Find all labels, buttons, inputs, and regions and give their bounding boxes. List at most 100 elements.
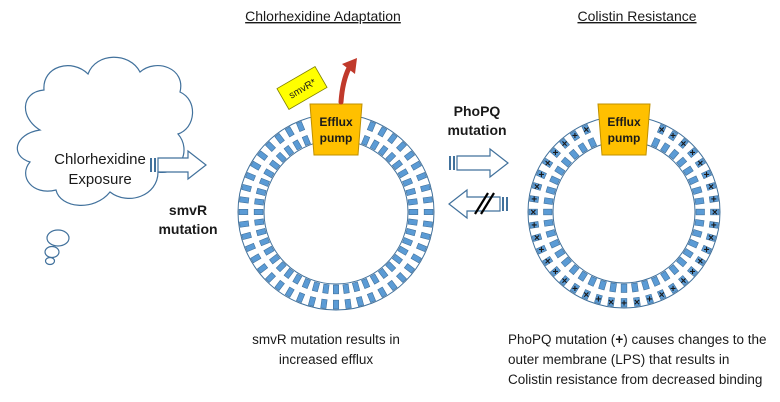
left-efflux-pump: Efflux pump <box>309 103 363 156</box>
right-cell-membrane: ×+×+×+×+×+×+×+×+×+×+×+×+×+×+×+×+×+×+×+× <box>527 115 721 309</box>
cloud-shape <box>16 56 194 206</box>
lipid-block <box>416 242 428 252</box>
lipid-block <box>322 283 330 294</box>
lipid-block <box>531 182 543 191</box>
arrow-stripe <box>154 158 156 172</box>
lipid-block <box>351 281 361 293</box>
lipid-block <box>407 218 418 226</box>
membrane-charge-mark: × <box>712 208 718 219</box>
red-arrow-head <box>342 58 357 74</box>
lipid-block <box>568 264 580 276</box>
block-slash <box>474 192 489 215</box>
membrane-charge-mark: × <box>545 158 551 169</box>
lipid-block <box>660 142 671 154</box>
lipid-block <box>301 278 311 290</box>
lipid-block <box>559 275 570 287</box>
caption-right-line1-pre: PhoPQ mutation ( <box>508 332 616 347</box>
lipid-block <box>667 130 679 142</box>
lipid-block <box>559 137 570 149</box>
arrow-to-colistin <box>449 147 509 179</box>
membrane-charge-mark: × <box>545 257 551 268</box>
lipid-block <box>656 289 667 301</box>
lipid-block <box>387 132 398 145</box>
membrane-charge-mark: + <box>711 220 717 231</box>
membrane-charge-mark: + <box>690 148 696 159</box>
lipid-block <box>391 159 403 171</box>
lipid-block <box>708 221 719 229</box>
lipid-block <box>701 244 713 255</box>
lipid-block <box>710 208 720 216</box>
membrane-charge-mark: + <box>531 195 537 206</box>
arrow-stripe <box>502 197 504 211</box>
lipid-block <box>361 278 371 290</box>
arrow-blocked-return <box>448 188 508 220</box>
caption-right-line1-plus: + <box>615 332 623 347</box>
lipid-block <box>650 275 661 287</box>
lipid-block <box>529 195 540 203</box>
lipid-block <box>377 267 389 279</box>
lipid-block <box>531 233 543 242</box>
lipid-block <box>258 177 270 187</box>
lipid-block <box>687 266 699 277</box>
lipid-block <box>420 183 431 193</box>
membrane-charge-mark: + <box>690 267 696 278</box>
caption-right-line3: Colistin resistance from decreased bindi… <box>508 372 762 387</box>
lipid-block <box>678 275 689 287</box>
smvr-star-box <box>276 66 328 110</box>
membrane-charge-mark: + <box>670 284 676 295</box>
lipid-block <box>543 208 553 216</box>
left-cell-membrane <box>237 113 435 311</box>
lipid-block <box>274 132 285 145</box>
lipid-block <box>420 231 431 241</box>
inner-membrane-edge <box>263 139 409 285</box>
membrane-charge-mark: × <box>562 276 568 287</box>
lipid-block <box>594 293 603 305</box>
lipid-block <box>687 238 699 249</box>
lipid-block <box>416 172 428 182</box>
membrane-charge-mark: × <box>534 233 540 244</box>
membrane-charge-mark: + <box>539 170 545 181</box>
lipid-block <box>587 137 598 149</box>
smvr-star-tag: smvR* <box>276 66 328 110</box>
membrane-charge-mark: + <box>572 284 578 295</box>
lipid-block <box>633 296 641 307</box>
lipid-block <box>238 209 249 215</box>
lipid-block <box>333 284 339 295</box>
lipid-block <box>387 279 398 292</box>
membrane-charge-mark: × <box>697 158 703 169</box>
lipid-block <box>396 272 407 283</box>
lipid-block <box>668 148 680 160</box>
lipid-block <box>554 165 566 176</box>
lipid-block <box>422 196 433 204</box>
lipid-block <box>410 160 422 171</box>
lipid-block <box>694 219 705 227</box>
lipid-block <box>307 296 317 307</box>
lipid-block <box>691 186 703 195</box>
membrane-charge-mark: + <box>552 148 558 159</box>
membrane-charge-mark: + <box>670 131 676 142</box>
lipid-block <box>668 264 680 276</box>
lipid-block <box>254 218 265 226</box>
lipid-block <box>577 270 588 282</box>
lipid-block <box>396 141 407 152</box>
cloud-bubble-large <box>46 229 70 247</box>
lipid-block <box>275 261 287 273</box>
membrane-charge-mark: + <box>647 295 653 306</box>
lipid-block <box>542 255 554 267</box>
arrow-body <box>448 188 501 220</box>
lipid-block <box>301 134 311 146</box>
lipid-block <box>545 229 557 238</box>
lipid-block <box>296 120 306 132</box>
lipid-block <box>269 159 281 171</box>
lipid-block <box>569 282 581 294</box>
lipid-block <box>265 141 276 152</box>
lipid-block <box>402 237 414 247</box>
lipid-block <box>554 248 566 259</box>
lipid-block <box>405 187 417 197</box>
lipid-block <box>253 209 264 215</box>
lipid-block <box>258 237 270 247</box>
lipid-block <box>577 142 588 154</box>
lipid-block <box>694 157 706 169</box>
lipid-block <box>385 261 397 273</box>
